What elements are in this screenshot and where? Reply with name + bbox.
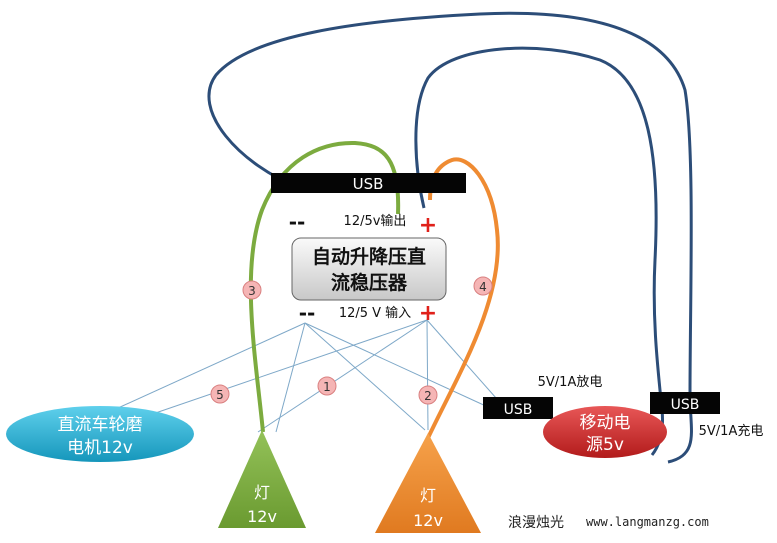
powerbank-usb-out: USB: [483, 397, 553, 419]
orange-lamp-line1: 灯: [420, 486, 436, 505]
svg-text:USB: USB: [504, 402, 533, 418]
wire-input-minus-to-green-lamp: [275, 322, 306, 433]
wire-input-plus-to-green-lamp: [257, 319, 428, 433]
charge-label: 5V/1A充电: [699, 423, 764, 439]
svg-text:1: 1: [323, 380, 331, 394]
watermark-url: www.langmanzg.com: [586, 515, 709, 529]
orange-lamp-node: 灯 12v: [375, 433, 481, 533]
svg-text:4: 4: [479, 280, 487, 294]
svg-text:3: 3: [248, 284, 256, 298]
regulator-line2: 流稳压器: [331, 271, 408, 294]
regulator-box: 自动升降压直 流稳压器: [291, 237, 447, 301]
input-minus-sign: --: [299, 301, 316, 325]
top-usb-port: USB: [271, 173, 466, 193]
output-label: 12/5v输出: [344, 213, 407, 229]
orange-wire-4: [426, 157, 500, 439]
wire-input-minus-to-motor: [117, 322, 306, 409]
blue-wire-top-usb-to-charge: [207, 11, 693, 464]
connection-badge-3: 3: [242, 280, 262, 300]
connection-badge-1: 1: [317, 376, 337, 396]
wire-input-minus-to-usb-out: [304, 322, 489, 408]
orange-lamp-line2: 12v: [413, 511, 443, 530]
green-lamp-node: 灯 12v: [218, 430, 306, 528]
connection-badge-4: 4: [473, 276, 493, 296]
svg-text:5: 5: [216, 388, 224, 402]
powerbank-node: 移动电 源5v: [543, 406, 667, 458]
powerbank-line1: 移动电: [580, 413, 631, 433]
motor-line2: 电机12v: [67, 438, 133, 458]
output-minus-sign: --: [289, 210, 306, 234]
wire-input-minus-to-orange-lamp: [304, 322, 426, 431]
svg-text:USB: USB: [671, 397, 700, 413]
green-lamp-line1: 灯: [254, 483, 270, 502]
motor-line1: 直流车轮磨: [58, 415, 143, 435]
input-plus-sign: +: [419, 301, 437, 326]
output-plus-sign: +: [419, 213, 437, 238]
motor-node: 直流车轮磨 电机12v: [6, 406, 194, 462]
regulator-line1: 自动升降压直: [312, 245, 426, 268]
discharge-label: 5V/1A放电: [538, 375, 603, 390]
green-lamp-line2: 12v: [247, 507, 277, 526]
connection-badge-2: 2: [418, 385, 438, 405]
svg-text:2: 2: [424, 389, 432, 403]
connection-badge-5: 5: [210, 384, 230, 404]
blue-wire-out-plus-to-powerbank: [414, 46, 664, 456]
wire-input-plus-to-orange-lamp: [426, 319, 429, 431]
thin-wires: [117, 319, 505, 433]
input-label: 12/5 V 输入: [339, 305, 411, 321]
powerbank-usb-in: USB: [650, 392, 720, 414]
powerbank-line2: 源5v: [586, 435, 624, 455]
watermark-brand: 浪漫烛光: [508, 515, 564, 531]
wire-input-plus-to-motor: [134, 319, 428, 421]
top-usb-label: USB: [353, 175, 384, 193]
